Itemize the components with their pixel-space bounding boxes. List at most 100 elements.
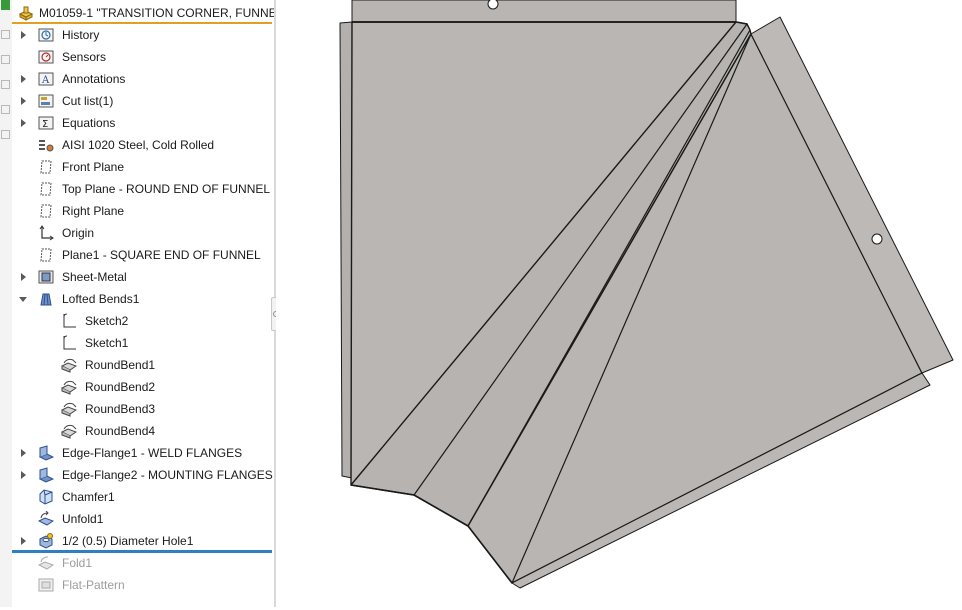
tree-item-right-plane[interactable]: Right Plane xyxy=(12,200,274,222)
origin-icon xyxy=(38,225,54,241)
sketch-icon xyxy=(61,335,77,351)
tree-item-front-plane[interactable]: Front Plane xyxy=(12,156,274,178)
equations-icon: Σ xyxy=(38,115,54,131)
round-bend-icon xyxy=(61,401,77,417)
tree-item-unfold1[interactable]: Unfold1 xyxy=(12,508,274,530)
annotations-icon: A xyxy=(38,71,54,87)
expand-arrow-icon[interactable] xyxy=(21,471,26,479)
toolbar-icon-4[interactable] xyxy=(1,105,10,114)
tree-item-cut-list-1[interactable]: Cut list(1) xyxy=(12,90,274,112)
round-bend-icon xyxy=(61,357,77,373)
tree-item-label: Flat-Pattern xyxy=(62,578,125,592)
tree-item-roundbend3[interactable]: RoundBend3 xyxy=(12,398,274,420)
plane-icon xyxy=(38,203,54,219)
tree-item-label: Sketch1 xyxy=(85,336,129,350)
tree-item-fold1[interactable]: Fold1 xyxy=(12,552,274,574)
toolbar-icon-3[interactable] xyxy=(1,80,10,89)
tree-item-label: RoundBend2 xyxy=(85,380,156,394)
tree-item-lofted-bends1[interactable]: Lofted Bends1 xyxy=(12,288,274,310)
round-bend-icon xyxy=(61,423,77,439)
history-icon xyxy=(38,27,54,43)
plane-icon xyxy=(38,159,54,175)
tree-item-chamfer1[interactable]: Chamfer1 xyxy=(12,486,274,508)
toolbar-icon-1[interactable] xyxy=(1,30,10,39)
tree-item-label: Equations xyxy=(62,116,116,130)
expand-arrow-icon[interactable] xyxy=(21,273,26,281)
tree-item-label: History xyxy=(62,28,100,42)
funnel-model xyxy=(339,0,954,589)
round-bend-icon xyxy=(61,379,77,395)
graphics-viewport[interactable] xyxy=(276,0,962,607)
tree-item-label: Annotations xyxy=(62,72,126,86)
tree-item-label: Unfold1 xyxy=(62,512,104,526)
expand-arrow-icon[interactable] xyxy=(21,97,26,105)
lofted-bends-icon xyxy=(38,291,54,307)
green-indicator-icon xyxy=(1,0,10,10)
expand-arrow-icon[interactable] xyxy=(21,537,26,545)
bottom-weld-flange xyxy=(511,372,931,589)
svg-text:A: A xyxy=(41,75,50,86)
tree-item-flat-pattern[interactable]: Flat-Pattern xyxy=(12,574,274,596)
material-icon xyxy=(38,137,54,153)
right-mounting-flange xyxy=(750,16,954,374)
tree-item-label: Top Plane - ROUND END OF FUNNEL xyxy=(62,182,271,196)
toolbar-icon-5[interactable] xyxy=(1,130,10,139)
tree-item-label: Right Plane xyxy=(62,204,125,218)
sensors-icon xyxy=(38,49,54,65)
tree-item-sheet-metal[interactable]: Sheet-Metal xyxy=(12,266,274,288)
unfold-icon xyxy=(38,511,54,527)
tree-item-edge-flange2-mounting-flanges[interactable]: Edge-Flange2 - MOUNTING FLANGES xyxy=(12,464,274,486)
chamfer-icon xyxy=(38,489,54,505)
hole-icon xyxy=(38,533,54,549)
tree-root[interactable]: M01059-1 "TRANSITION CORNER, FUNNEL" xyxy=(12,2,288,24)
flat-pattern-icon xyxy=(38,577,54,593)
tree-item-origin[interactable]: Origin xyxy=(12,222,274,244)
tree-item-top-plane-round-end-of-funnel[interactable]: Top Plane - ROUND END OF FUNNEL xyxy=(12,178,274,200)
tree-item-label: RoundBend3 xyxy=(85,402,156,416)
tree-item-1-2-0-5-diameter-hole1[interactable]: 1/2 (0.5) Diameter Hole1 xyxy=(12,530,274,552)
mounting-hole-right xyxy=(871,233,883,245)
tree-item-label: Cut list(1) xyxy=(62,94,114,108)
tree-item-aisi-1020-steel-cold-rolled[interactable]: AISI 1020 Steel, Cold Rolled xyxy=(12,134,274,156)
root-underline xyxy=(12,22,272,24)
tree-item-history[interactable]: History xyxy=(12,24,274,46)
tree-item-edge-flange1-weld-flanges[interactable]: Edge-Flange1 - WELD FLANGES xyxy=(12,442,274,464)
tree-item-annotations[interactable]: A Annotations xyxy=(12,68,274,90)
tree-item-roundbend2[interactable]: RoundBend2 xyxy=(12,376,274,398)
tree-item-roundbend1[interactable]: RoundBend1 xyxy=(12,354,274,376)
sketch-icon xyxy=(61,313,77,329)
tree-item-sensors[interactable]: Sensors xyxy=(12,46,274,68)
cut-list-icon xyxy=(38,93,54,109)
tree-item-sketch2[interactable]: Sketch2 xyxy=(12,310,274,332)
tree-item-label: Plane1 - SQUARE END OF FUNNEL xyxy=(62,248,261,262)
expand-arrow-icon[interactable] xyxy=(21,119,26,127)
tree-item-label: Origin xyxy=(62,226,95,240)
tree-item-label: Sheet-Metal xyxy=(62,270,127,284)
tree-item-label: Front Plane xyxy=(62,160,125,174)
tree-item-label: RoundBend4 xyxy=(85,424,156,438)
tree-item-roundbend4[interactable]: RoundBend4 xyxy=(12,420,274,442)
tree-item-label: Chamfer1 xyxy=(62,490,115,504)
tree-item-label: Sensors xyxy=(62,50,107,64)
tree-item-sketch1[interactable]: Sketch1 xyxy=(12,332,274,354)
part-icon xyxy=(18,5,34,21)
toolbar-icon-2[interactable] xyxy=(1,55,10,64)
expand-arrow-icon[interactable] xyxy=(21,75,26,83)
edge-flange-icon xyxy=(38,445,54,461)
fold-icon xyxy=(38,555,54,571)
tree-item-equations[interactable]: Σ Equations xyxy=(12,112,274,134)
collapse-arrow-icon[interactable] xyxy=(19,297,27,302)
expand-arrow-icon[interactable] xyxy=(21,31,26,39)
rollback-bar[interactable] xyxy=(12,550,272,553)
svg-text:Σ: Σ xyxy=(42,119,48,130)
top-weld-flange xyxy=(351,0,737,23)
plane-icon xyxy=(38,247,54,263)
tree-item-label: Edge-Flange1 - WELD FLANGES xyxy=(62,446,243,460)
tree-item-label: Lofted Bends1 xyxy=(62,292,140,306)
mounting-hole-top xyxy=(487,0,499,10)
tree-item-label: Edge-Flange2 - MOUNTING FLANGES xyxy=(62,468,273,482)
left-flange xyxy=(339,21,353,479)
tree-item-label: RoundBend1 xyxy=(85,358,156,372)
expand-arrow-icon[interactable] xyxy=(21,449,26,457)
tree-item-plane1-square-end-of-funnel[interactable]: Plane1 - SQUARE END OF FUNNEL xyxy=(12,244,274,266)
